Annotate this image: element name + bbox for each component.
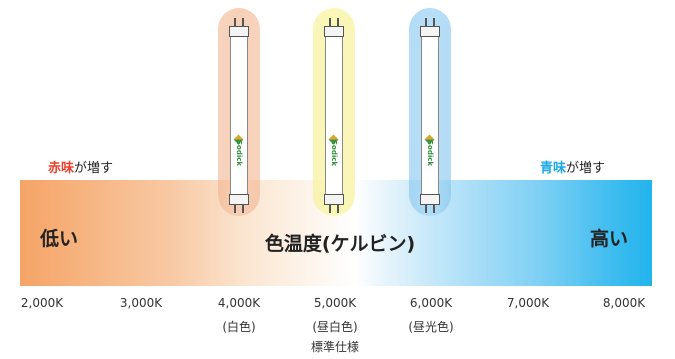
tick-label: 3,000K [119,296,163,310]
tick-label: 5,000K [313,296,357,310]
tick-label: 2,000K [20,296,64,310]
tube-end-cap [229,26,249,37]
bar-title: 色温度(ケルビン) [264,233,416,255]
sub-label-neutral-white: (昼白色) [312,320,358,334]
tube-end-cap [420,26,440,37]
tick-label: 6,000K [409,296,453,310]
tube-body [325,37,343,194]
tube-body [421,37,439,194]
high-label: 高い [590,228,629,250]
tick-label: 7,000K [506,296,550,310]
tube-brand: Sodick [235,139,243,167]
tick-label: 4,000K [217,296,261,310]
low-label: 低い [40,228,79,250]
tube-end-cap [324,194,344,205]
sub-label-white: (白色) [222,320,256,334]
tube-end-cap [324,26,344,37]
tube-body [230,37,248,194]
cool-caption-emphasis: 青味 [540,161,567,176]
led-tube-warm: Sodick [218,8,260,216]
tick-label: 8,000K [602,296,646,310]
tube-brand: Sodick [426,139,434,167]
sub-label-standard: 標準仕様 [310,340,359,354]
tube-end-cap [420,194,440,205]
cool-caption: 青味が増す [540,157,605,176]
sub-label-daylight: (昼光色) [408,320,454,334]
tube-end-cap [229,194,249,205]
tube-brand: Sodick [330,139,338,167]
warm-caption: 赤味が増す [48,157,113,176]
cool-caption-rest: が増す [566,161,606,176]
led-tube-cool: Sodick [409,8,451,216]
warm-caption-emphasis: 赤味 [48,161,75,176]
led-tube-neutral: Sodick [313,8,355,216]
warm-caption-rest: が増す [74,161,114,176]
